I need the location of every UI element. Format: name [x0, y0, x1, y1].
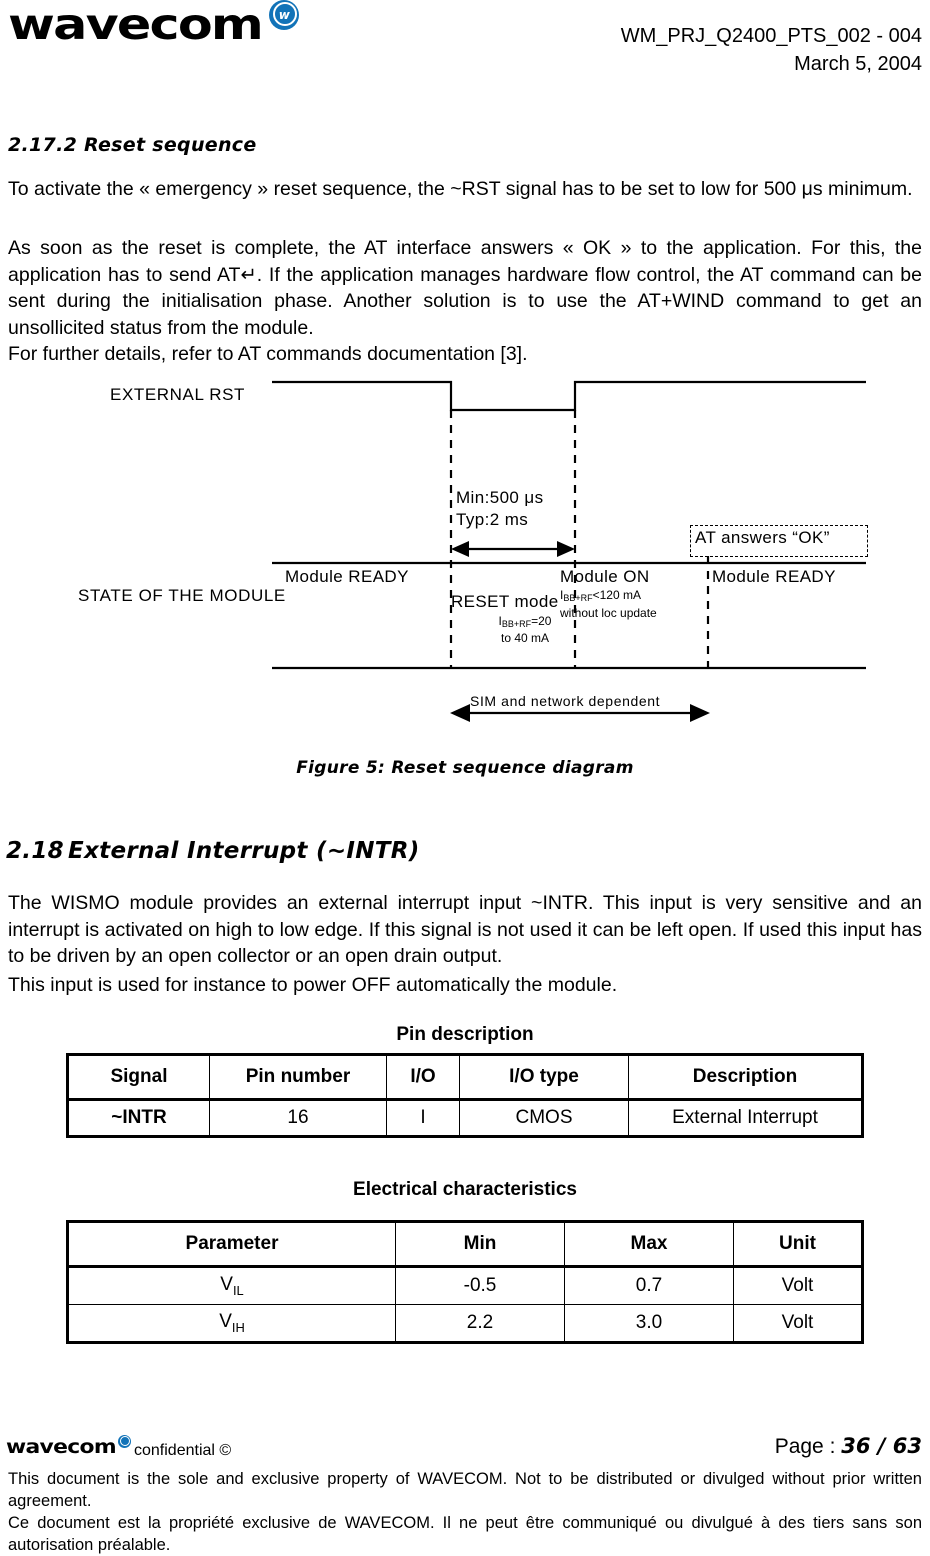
cell-max-vih: 3.0 [564, 1303, 734, 1343]
figure-caption: Figure 5: Reset sequence diagram [296, 758, 634, 778]
footer-wavecom-w-badge-icon [117, 1435, 131, 1448]
col-header-description: Description [628, 1054, 863, 1101]
footer-legal-english: This document is the sole and exclusive … [8, 1470, 922, 1510]
param-symbol: V [220, 1274, 233, 1295]
col-header-pin-number: Pin number [209, 1054, 387, 1101]
col-header-io-type: I/O type [459, 1054, 629, 1101]
footer-logo-wordmark: wavecom [6, 1436, 117, 1458]
col-header-unit: Unit [733, 1221, 863, 1268]
diagram-label-pulse-typ: Typ:2 ms [456, 510, 529, 529]
heading-number: 2.17.2 [8, 134, 78, 156]
diagram-label-on-current: IBB+RF<120 mA without loc update [560, 588, 720, 621]
logo-wordmark: wavecom [8, 0, 264, 50]
pin-table-title: Pin description [396, 1024, 534, 1045]
diagram-label-reset-current: IBB+RF=20 to 40 mA [470, 614, 580, 645]
cell-pin-number: 16 [209, 1099, 387, 1137]
header-doc-date: March 5, 2004 [794, 53, 922, 75]
cell-io-type: CMOS [459, 1099, 629, 1137]
wavecom-w-badge-icon: w [269, 0, 300, 30]
paragraph-reset-3: For further details, refer to AT command… [8, 343, 528, 365]
paragraph-reset-1: To activate the « emergency » reset sequ… [8, 178, 913, 200]
wavecom-logo: wavecom w [8, 0, 300, 50]
diagram-label-sim-network: SIM and network dependent [470, 693, 661, 709]
heading-reset-sequence: 2.17.2 Reset sequence [8, 134, 257, 156]
paragraph-intr-2: This input is used for instance to power… [8, 974, 618, 996]
heading-text: Reset sequence [84, 134, 257, 156]
elec-table-title: Electrical characteristics [353, 1179, 577, 1200]
heading-text-2: External Interrupt (~INTR) [68, 838, 420, 864]
at-answer-callout-box [690, 525, 868, 557]
table-row: ~INTR 16 I CMOS External Interrupt [67, 1099, 863, 1137]
diagram-label-module-ready-before: Module READY [285, 567, 409, 586]
page-value: 36 / 63 [841, 1434, 922, 1458]
col-header-io: I/O [386, 1054, 460, 1101]
cell-unit-vih: Volt [733, 1303, 863, 1343]
reset-sequence-diagram: EXTERNAL RST STATE OF THE MODULE Min:500… [0, 368, 930, 788]
col-header-max: Max [564, 1221, 734, 1268]
footer-page-number: Page : 36 / 63 [775, 1434, 922, 1459]
cell-min-vil: -0.5 [395, 1266, 565, 1305]
heading-number-2: 2.18 [6, 838, 64, 864]
page-label: Page : [774, 1435, 842, 1458]
footer-legal-french: Ce document est la propriété exclusive d… [8, 1514, 922, 1554]
cell-min-vih: 2.2 [395, 1303, 565, 1343]
diagram-label-pulse-min: Min:500 μs [456, 488, 544, 507]
diagram-label-state-of-module: STATE OF THE MODULE [78, 586, 286, 605]
footer-legal-text: This document is the sole and exclusive … [8, 1468, 922, 1556]
footer-confidential-notice: confidential © [134, 1442, 232, 1459]
col-header-signal: Signal [67, 1054, 210, 1101]
current-subscript-on: BB+RF [563, 593, 593, 603]
cell-max-vil: 0.7 [564, 1266, 734, 1305]
cell-description: External Interrupt [628, 1099, 863, 1137]
diagram-label-external-rst: EXTERNAL RST [110, 385, 246, 404]
cell-parameter-vih: VIH [67, 1303, 396, 1343]
page-footer: wavecom confidential © Page : 36 / 63 Th… [0, 1434, 930, 1554]
header-doc-id: WM_PRJ_Q2400_PTS_002 - 004 [620, 25, 922, 47]
param-subscript: IL [232, 1282, 244, 1298]
external-rst-waveform [272, 380, 866, 412]
cell-signal: ~INTR [67, 1099, 210, 1137]
table-row: VIH 2.2 3.0 Volt [67, 1303, 863, 1343]
electrical-characteristics-table: Parameter Min Max Unit VIL -0.5 0.7 Volt… [66, 1220, 864, 1344]
diagram-label-reset-mode: RESET mode [451, 592, 559, 611]
diagram-canvas [272, 380, 866, 722]
reset-current-value-2: to 40 mA [500, 631, 550, 645]
diagram-label-module-ready-after: Module READY [712, 567, 836, 586]
current-symbol-on: I [560, 588, 564, 602]
pin-description-table: Signal Pin number I/O I/O type Descripti… [66, 1053, 864, 1138]
table-row: VIL -0.5 0.7 Volt [67, 1266, 863, 1305]
page-header: wavecom w WM_PRJ_Q2400_PTS_002 - 004 Mar… [0, 0, 930, 95]
table-header-row: Parameter Min Max Unit [67, 1221, 863, 1268]
cell-unit-vil: Volt [733, 1266, 863, 1305]
table-header-row: Signal Pin number I/O I/O type Descripti… [67, 1054, 863, 1101]
col-header-parameter: Parameter [67, 1221, 396, 1268]
paragraph-reset-2: As soon as the reset is complete, the AT… [8, 237, 922, 339]
param-subscript: IH [231, 1319, 245, 1335]
on-current-note: without loc update [560, 606, 657, 620]
header-document-reference: WM_PRJ_Q2400_PTS_002 - 004 March 5, 2004 [621, 22, 922, 78]
cell-parameter-vil: VIL [67, 1266, 396, 1305]
param-symbol: V [219, 1310, 232, 1332]
col-header-min: Min [395, 1221, 565, 1268]
current-symbol-reset: I [498, 614, 502, 628]
current-subscript-reset: BB+RF [501, 619, 532, 629]
diagram-label-module-on: Module ON [560, 567, 650, 586]
paragraph-intr-1: The WISMO module provides an external in… [8, 892, 922, 967]
cell-io: I [386, 1099, 460, 1137]
reset-current-value: =20 [531, 614, 552, 628]
on-current-value: <120 mA [592, 588, 641, 602]
diagram-label-at-answer: AT answers “OK” [695, 528, 830, 547]
pulse-width-arrow [451, 541, 575, 557]
footer-wavecom-logo: wavecom [6, 1435, 131, 1458]
sim-network-arrow [450, 704, 710, 722]
